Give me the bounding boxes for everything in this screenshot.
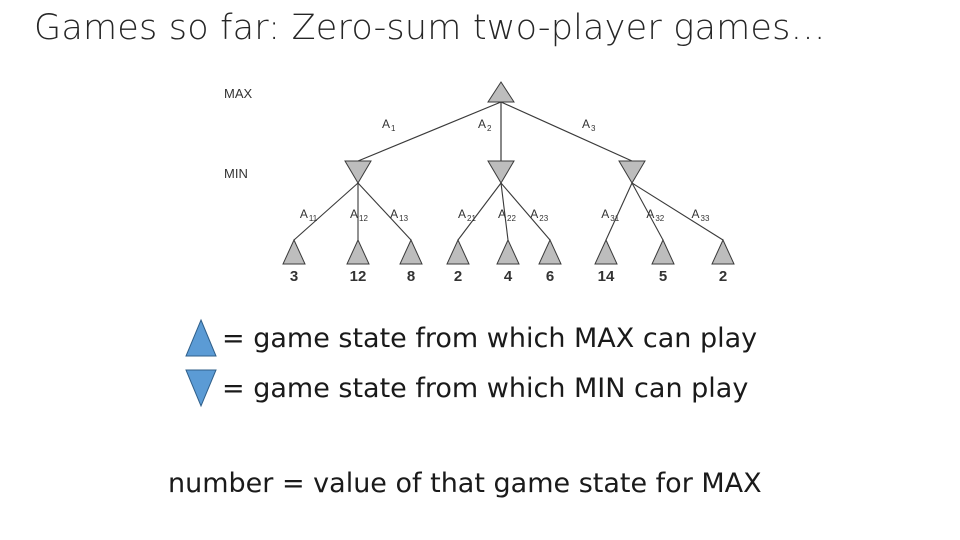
legend-max-row: = game state from which MAX can play (184, 316, 757, 360)
edge-label: A1 (382, 117, 396, 133)
min-node (618, 160, 646, 184)
leaf-node (346, 238, 370, 265)
max-root-node (487, 81, 515, 103)
edge-label: A31 (601, 207, 619, 223)
min-node (487, 160, 515, 184)
leaf-node (446, 238, 470, 265)
max-node-triangle-icon (185, 318, 217, 357)
min-node-triangle-icon (185, 369, 217, 408)
leaf-node (496, 238, 520, 265)
edge-label: A2 (478, 117, 492, 133)
leaf-node (282, 238, 306, 265)
tree-edge (357, 101, 502, 162)
legend-min-row: = game state from which MIN can play (184, 366, 748, 410)
tree-edge (500, 182, 509, 241)
edge-label: A33 (692, 207, 710, 223)
legend-max-text: = game state from which MAX can play (222, 322, 758, 354)
leaf-value: 8 (407, 268, 415, 285)
edge-label: A13 (390, 207, 408, 223)
tree-edge (631, 182, 724, 241)
tree-edge (457, 182, 502, 241)
level-label-min: MIN (224, 166, 248, 181)
leaf-node (711, 238, 735, 265)
tree-edge (500, 182, 551, 241)
leaf-value: 12 (350, 268, 367, 285)
leaf-node (399, 238, 423, 265)
level-label-max: MAX (224, 86, 253, 101)
value-note: number = value of that game state for MA… (168, 468, 762, 499)
edge-label: A22 (498, 207, 516, 223)
edge-label: A11 (300, 207, 318, 223)
edge-label: A3 (582, 117, 596, 133)
slide-title: Games so far: Zero-sum two-player games… (34, 8, 826, 48)
leaf-value: 4 (504, 268, 513, 285)
leaf-node (651, 238, 675, 265)
tree-edge (500, 101, 633, 162)
edge-label: A23 (530, 207, 548, 223)
leaf-value: 3 (290, 268, 298, 285)
leaf-value: 14 (598, 268, 615, 285)
leaf-value: 6 (546, 268, 554, 285)
tree-edge (293, 182, 359, 241)
min-node (344, 160, 372, 184)
leaf-node (538, 238, 562, 265)
tree-edge (605, 182, 633, 241)
leaf-value: 2 (454, 268, 462, 285)
edge-label: A21 (458, 207, 476, 223)
legend-min-text: = game state from which MIN can play (222, 372, 749, 404)
leaf-value: 5 (659, 268, 667, 285)
leaf-value: 2 (719, 268, 727, 285)
edge-label: A12 (350, 207, 368, 223)
tree-edge (357, 182, 412, 241)
edge-label: A32 (646, 207, 664, 223)
tree-edge (631, 182, 664, 241)
leaf-node (594, 238, 618, 265)
